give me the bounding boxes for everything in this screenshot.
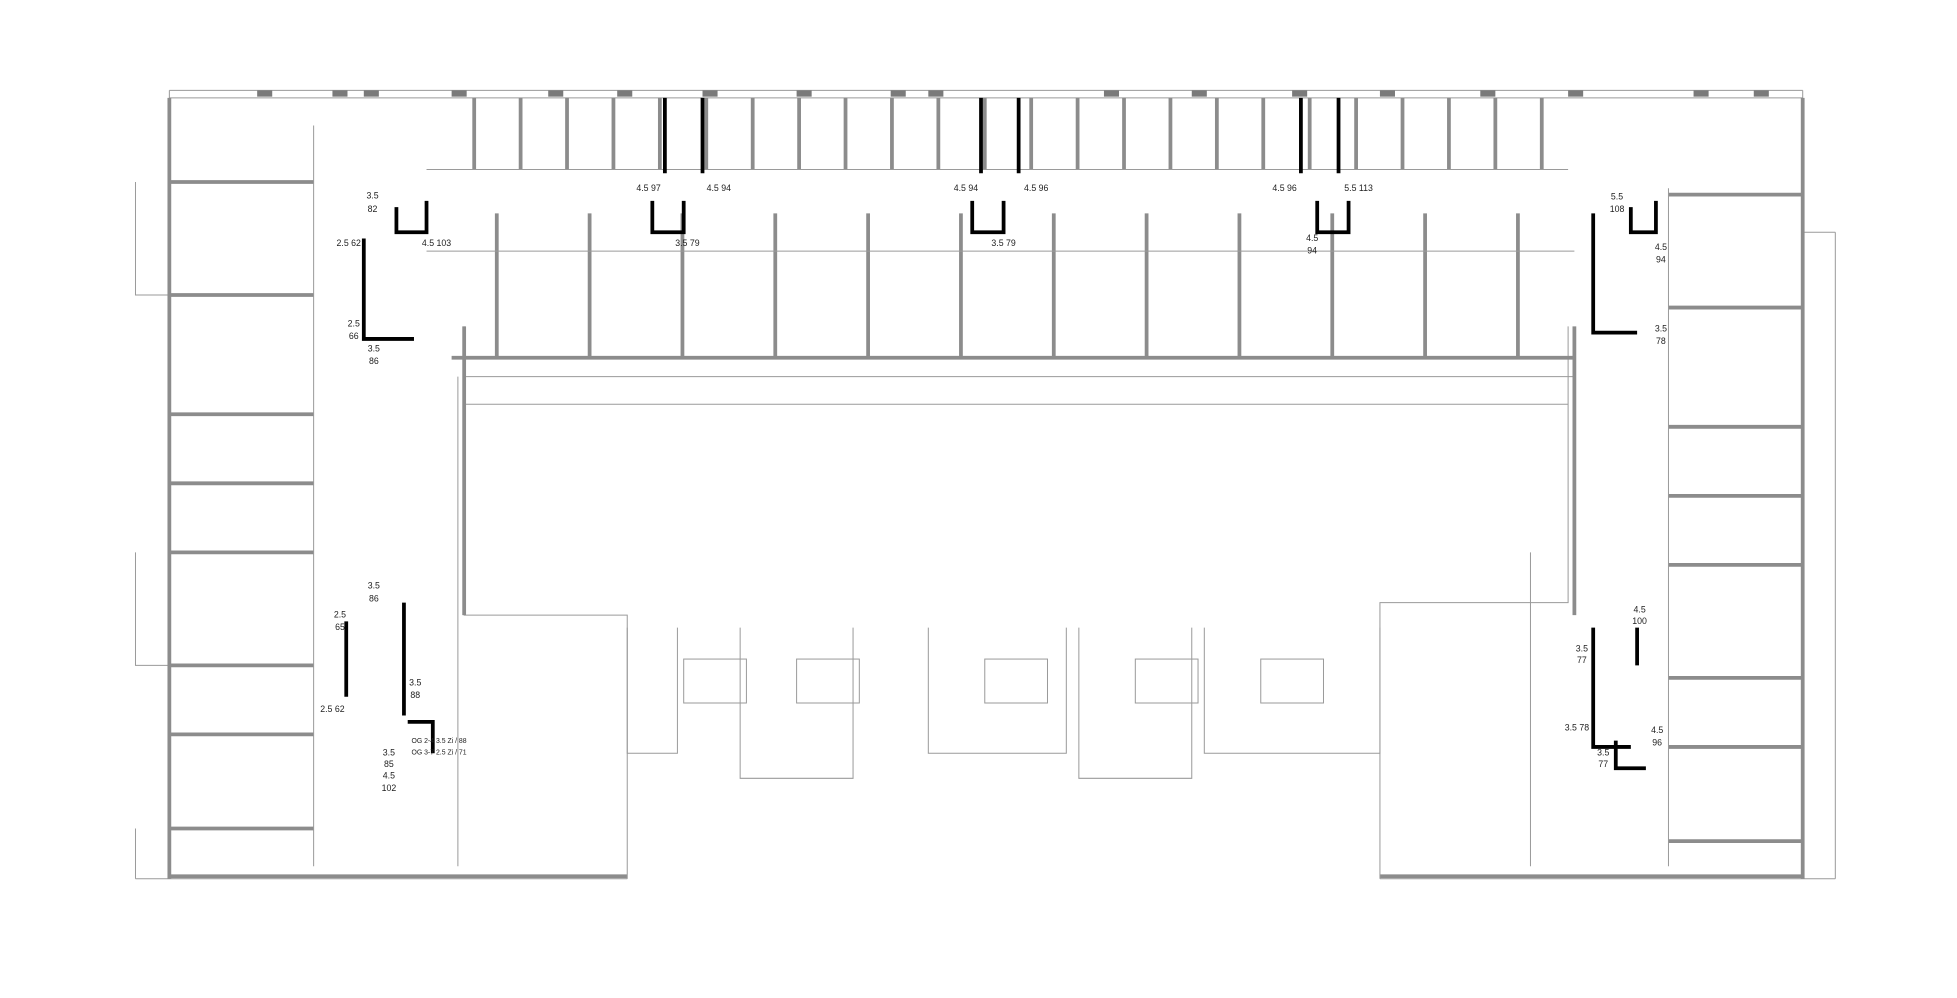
unit-label: 102: [382, 783, 397, 793]
unit-label: 4.5: [1655, 242, 1667, 252]
unit-label: 5.5: [1611, 192, 1623, 202]
unit-label: 86: [369, 593, 379, 603]
unit-label: 2.5 62: [337, 238, 361, 248]
townhouse-patio: [683, 658, 747, 704]
unit-label: 4.5 94: [707, 183, 731, 193]
unit-label: 88: [410, 690, 420, 700]
facade-column: [332, 90, 348, 97]
townhouse-patio: [1260, 658, 1324, 704]
unit-label: 94: [1656, 254, 1666, 264]
unit-label: 77: [1577, 655, 1587, 665]
unit-label: 94: [1307, 246, 1317, 256]
unit-label: 4.5: [1651, 725, 1663, 735]
unit-label: 3.5: [1576, 644, 1588, 654]
unit-label: 3.5 78: [1565, 723, 1589, 733]
townhouse-outline: [927, 627, 1067, 754]
facade-column: [1480, 90, 1496, 97]
unit-label: 2.5: [348, 318, 360, 328]
facade-column: [363, 90, 379, 97]
unit-label: 4.5 94: [954, 183, 978, 193]
townhouse-outline: [1203, 627, 1381, 754]
unit-label: 3.5: [1597, 748, 1609, 758]
unit-label: 86: [369, 356, 379, 366]
unit-label: 3.5: [368, 581, 380, 591]
facade-column: [1753, 90, 1769, 97]
facade-column: [890, 90, 906, 97]
unit-label: 3.5: [383, 748, 395, 758]
courtyard-outline: [451, 326, 1577, 879]
unit-label: 77: [1598, 759, 1608, 769]
unit-label: 3.5: [366, 190, 378, 200]
townhouse-outline: [626, 627, 678, 754]
floor-note: OG 3-7 2.5 Zi / 71: [411, 749, 466, 756]
facade-column: [617, 90, 633, 97]
unit-label: 4.5: [1306, 233, 1318, 243]
facade-column: [1379, 90, 1395, 97]
top-wing-partition-walls: [426, 97, 1575, 358]
unit-label: 4.5: [383, 770, 395, 780]
unit-label: 3.5 79: [675, 238, 699, 248]
unit-label: 66: [349, 331, 359, 341]
unit-label: 4.5 96: [1024, 183, 1048, 193]
townhouse-outlines: [626, 627, 1381, 779]
side-wing-partition-walls: [169, 125, 1803, 867]
unit-label: 96: [1652, 738, 1662, 748]
facade-column: [1191, 90, 1207, 97]
unit-label: 4.5 103: [422, 238, 451, 248]
unit-label: 78: [1656, 336, 1666, 346]
unit-label: 2.5: [334, 610, 346, 620]
unit-label: 65: [335, 622, 345, 632]
floor-note: OG 2-4 3.5 Zi / 88: [411, 738, 466, 745]
unit-label: 108: [1610, 204, 1625, 214]
facade-column: [451, 90, 467, 97]
facade-column: [548, 90, 564, 97]
facade-column: [1103, 90, 1120, 97]
facade-column: [1568, 90, 1584, 97]
stair-cores: [344, 97, 1658, 771]
unit-label: 4.5 97: [636, 183, 660, 193]
facade-column: [257, 90, 273, 97]
unit-label: 3.5 79: [991, 238, 1015, 248]
corridor-line: [313, 125, 1669, 867]
unit-label: 100: [1632, 616, 1647, 626]
unit-label: 3.5: [1655, 323, 1667, 333]
corridor-line: [426, 168, 1575, 252]
facade-column: [1693, 90, 1709, 97]
townhouse-patio: [796, 658, 860, 704]
facade-columns: [257, 90, 1769, 97]
unit-label: 5.5 113: [1344, 183, 1373, 193]
townhouse-patio: [1134, 658, 1199, 704]
facade-column: [796, 90, 812, 97]
unit-label: 85: [384, 759, 394, 769]
facade-column: [928, 90, 944, 97]
facade-column: [1292, 90, 1308, 97]
unit-label: 4.5: [1634, 605, 1646, 615]
unit-labels: 3.5 82 2.5 62 4.5 103 2.5 66 3.5 86 4.5 …: [320, 183, 1667, 793]
unit-label: 82: [368, 204, 378, 214]
townhouse-patio: [984, 658, 1048, 704]
unit-label: 4.5 96: [1272, 183, 1296, 193]
unit-label: 3.5: [368, 343, 380, 353]
unit-label: 2.5 62: [320, 704, 344, 714]
facade-column: [702, 90, 718, 97]
unit-label: 3.5: [409, 677, 421, 687]
